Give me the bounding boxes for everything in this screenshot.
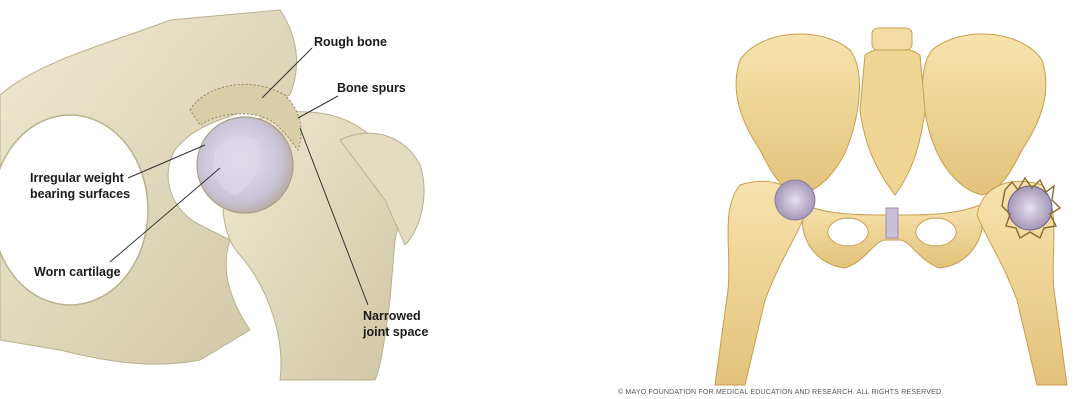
pubic-symphysis [886, 208, 898, 238]
lumbar-vertebra [872, 28, 912, 50]
copyright-notice: © MAYO FOUNDATION FOR MEDICAL EDUCATION … [618, 389, 943, 396]
pelvis-drawing [700, 0, 1082, 399]
label-worn-cartilage: Worn cartilage [34, 264, 121, 280]
label-irregular-surfaces: Irregular weight bearing surfaces [30, 170, 130, 202]
healthy-hip-joint [775, 180, 815, 220]
pelvis-illustration [700, 0, 1082, 399]
left-obturator [828, 218, 868, 246]
label-narrowed-space: Narrowed joint space [363, 308, 428, 340]
arthritic-hip-joint [1008, 186, 1052, 230]
right-obturator [916, 218, 956, 246]
label-rough-bone: Rough bone [314, 34, 387, 50]
label-bone-spurs: Bone spurs [337, 80, 406, 96]
hip-joint-closeup-illustration: Rough bone Bone spurs Irregular weight b… [0, 0, 440, 399]
